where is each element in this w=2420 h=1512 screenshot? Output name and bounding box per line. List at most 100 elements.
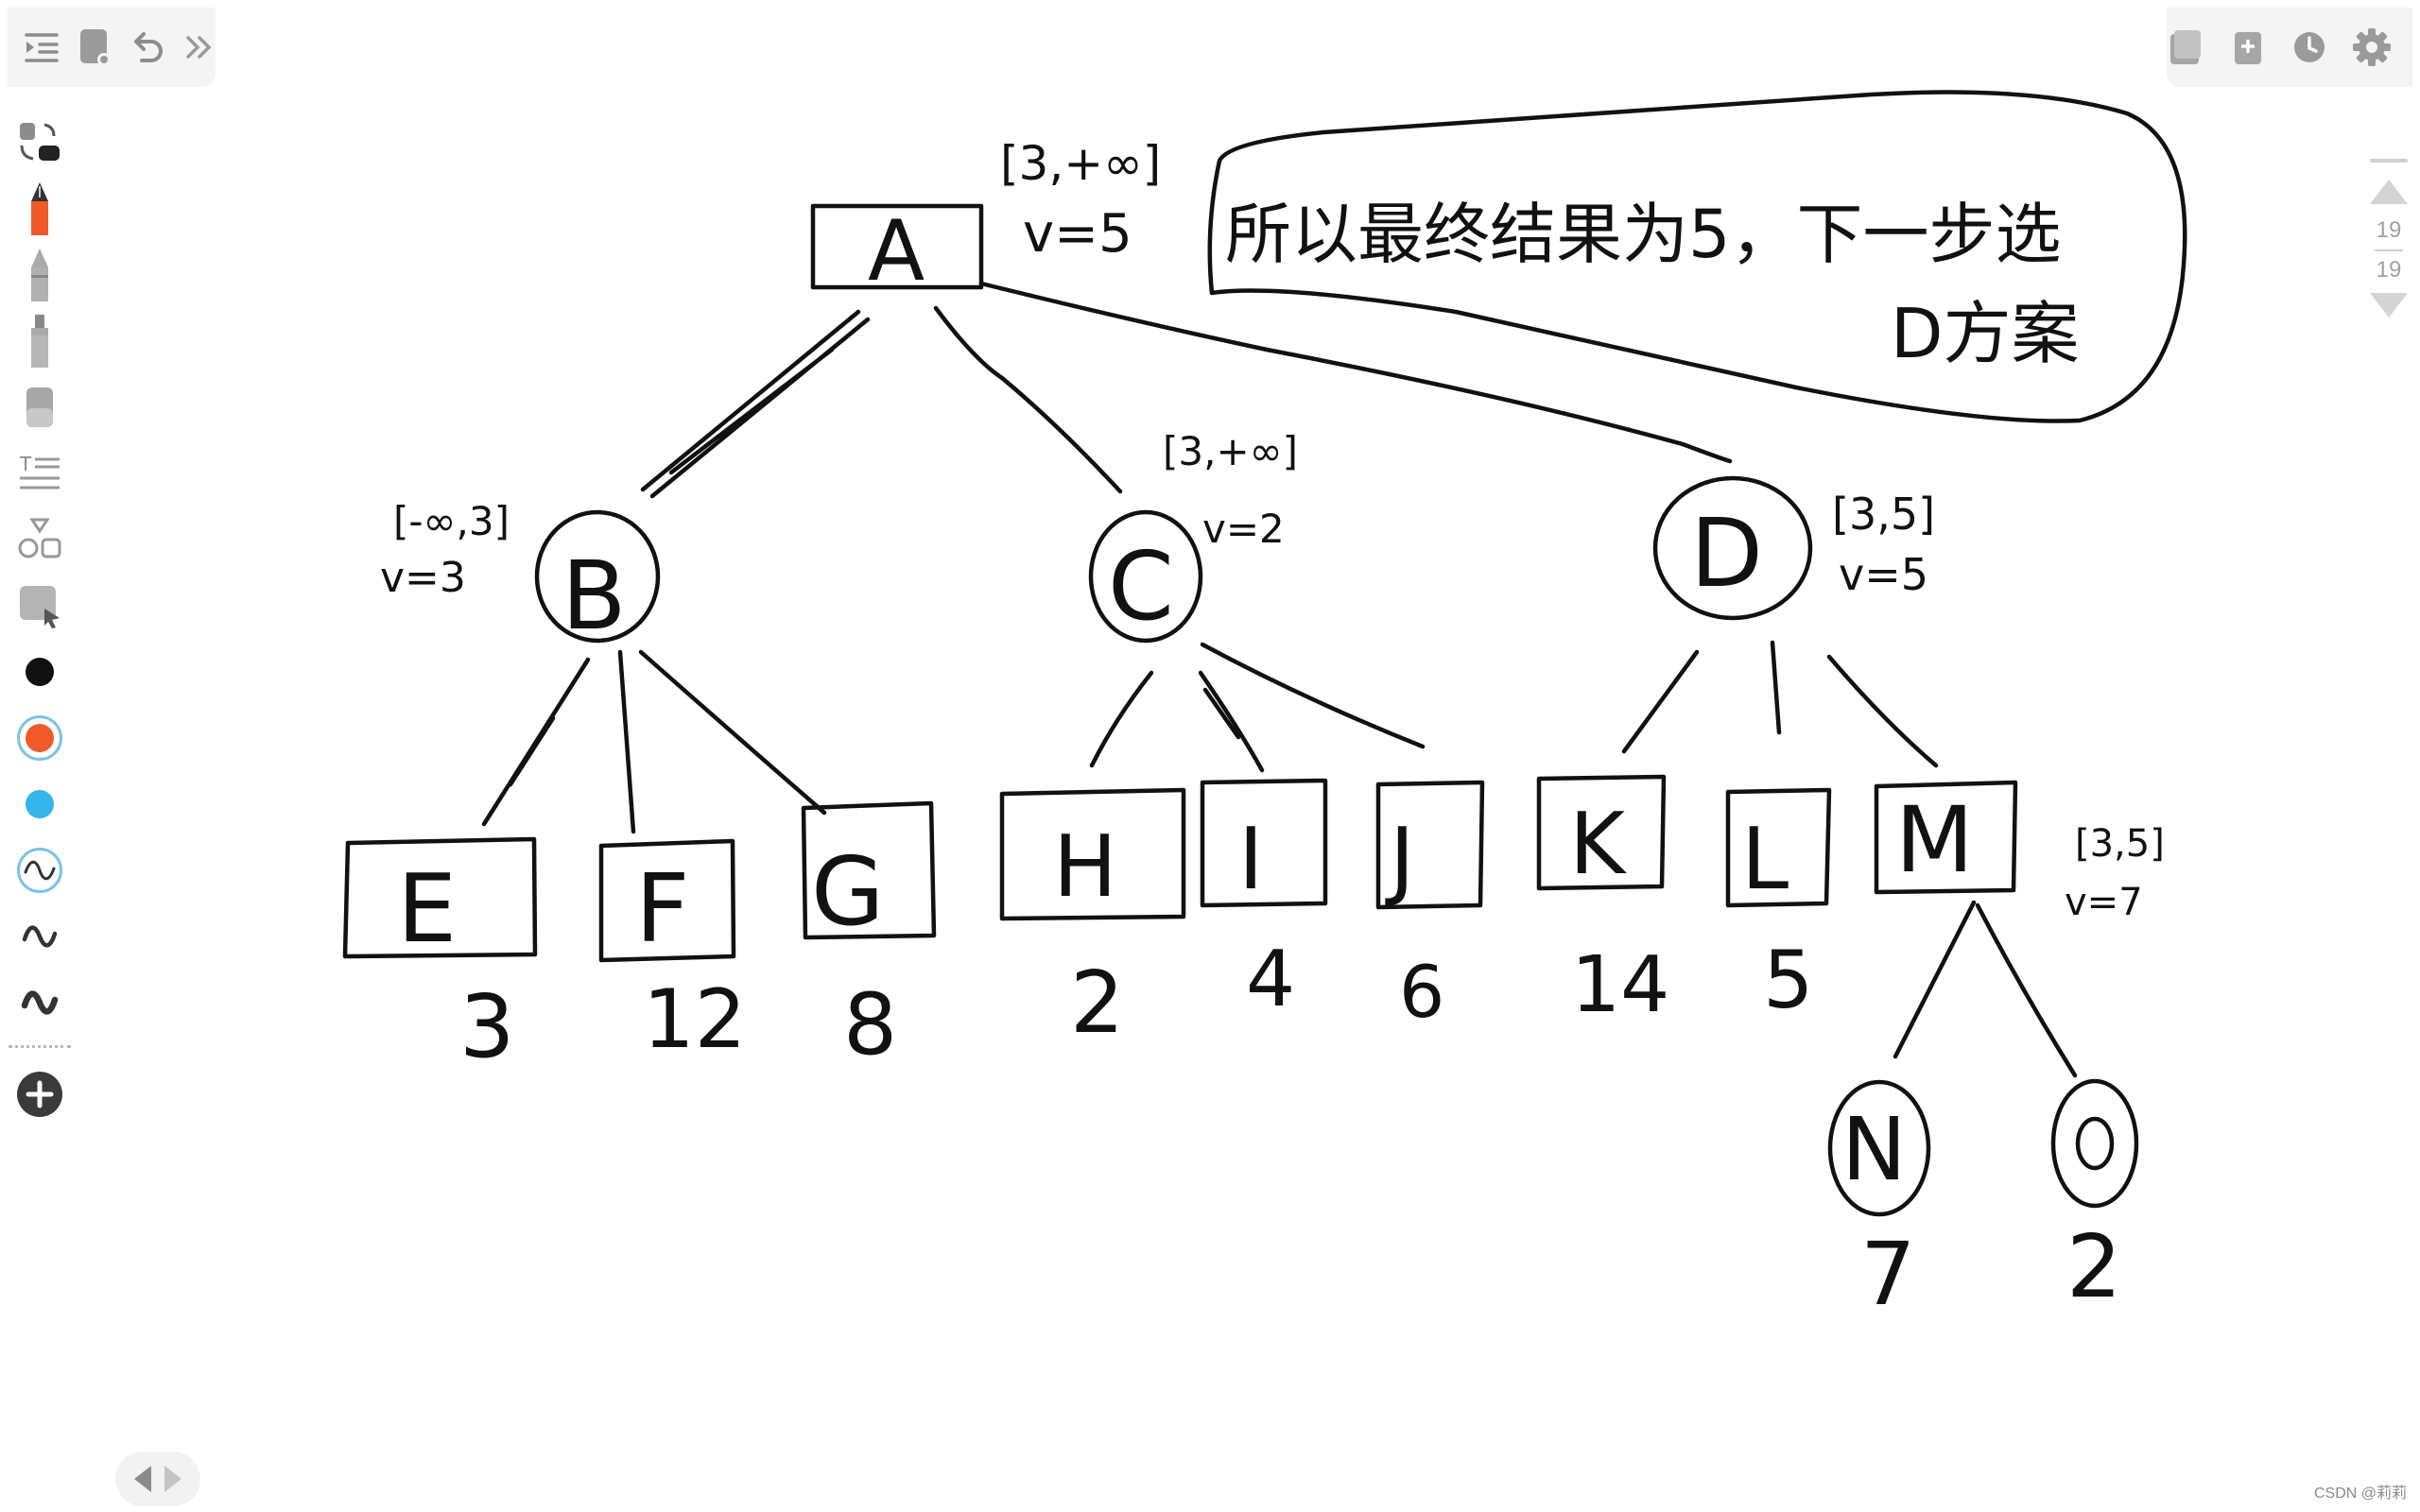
top-left-toolbar <box>8 8 216 87</box>
edge-a-d <box>978 281 1733 464</box>
stroke-width-medium[interactable] <box>11 907 68 966</box>
node-c-label: C <box>1108 531 1174 642</box>
node-a-label: A <box>868 202 925 300</box>
leaf-h-value: 2 <box>1070 954 1124 1053</box>
leaf-h-label: H <box>1053 817 1117 917</box>
swatch-blue <box>26 790 54 818</box>
leaf-g-box <box>801 800 937 940</box>
selected-ring <box>17 715 62 761</box>
node-a-value: v=5 <box>1023 203 1132 265</box>
bottom-page-nav <box>115 1452 200 1506</box>
page-navigator: 19 19 <box>2363 159 2414 329</box>
leaf-e-value: 3 <box>459 976 515 1077</box>
leaf-f-box <box>598 838 736 963</box>
add-tool-button[interactable] <box>11 1065 68 1124</box>
sticker-icon[interactable] <box>11 576 68 635</box>
shapes-icon[interactable] <box>11 510 68 569</box>
node-b-label: B <box>562 541 627 651</box>
edge-d-l <box>1770 640 1782 735</box>
node-c-circle <box>1088 509 1203 644</box>
annotation-line-1: 所以最终结果为5，下一步选 <box>1225 196 2062 273</box>
stroke-width-thin[interactable] <box>11 841 68 900</box>
fountain-pen-icon[interactable] <box>11 180 68 238</box>
palette-separator <box>9 1045 71 1048</box>
page-view-icon[interactable] <box>2167 26 2204 68</box>
page-up-icon[interactable] <box>2370 180 2408 204</box>
edge-d-k <box>1621 649 1700 754</box>
node-d-value: v=5 <box>1839 549 1928 600</box>
edge-d-m <box>1826 654 1939 768</box>
notebook-icon[interactable] <box>78 26 112 68</box>
node-a-range: [3,+∞] <box>1000 136 1161 191</box>
color-swatch-black[interactable] <box>11 643 68 701</box>
edge-b-e <box>481 657 591 827</box>
node-d-label: D <box>1690 498 1763 609</box>
leaf-i-value: 4 <box>1246 935 1295 1024</box>
leaf-f-value: 12 <box>643 972 746 1067</box>
edge-b-g <box>638 649 827 816</box>
history-icon[interactable] <box>2291 26 2327 68</box>
annotation-line-2: D方案 <box>1891 294 2079 373</box>
leaf-o-inner <box>2075 1116 2115 1171</box>
node-m-label: M <box>1895 787 1974 893</box>
leaf-i-label: I <box>1238 810 1264 909</box>
leaf-j-box <box>1375 780 1485 910</box>
stroke-width-thick[interactable] <box>11 973 68 1032</box>
watermark: CSDN @莉莉 <box>2313 1486 2407 1502</box>
node-d-circle <box>1652 475 1813 621</box>
swatch-black <box>26 658 54 686</box>
leaf-e-label: E <box>397 853 457 964</box>
node-m-value: v=7 <box>2065 881 2143 924</box>
leaf-l-box <box>1725 787 1832 908</box>
pencil-icon[interactable] <box>11 246 68 304</box>
leaf-n-circle <box>1827 1079 1931 1217</box>
edge-b-f <box>617 649 636 834</box>
leaf-j-value: 6 <box>1399 950 1444 1034</box>
pager-handle[interactable] <box>2370 159 2408 163</box>
leaf-l-label: L <box>1741 810 1789 909</box>
node-b-value: v=3 <box>380 554 466 602</box>
node-d-range: [3,5] <box>1832 489 1935 540</box>
node-m-range: [3,5] <box>2075 822 2165 866</box>
edge-m-n <box>1893 900 1977 1059</box>
outline-icon[interactable] <box>23 26 60 68</box>
leaf-g-value: 8 <box>843 975 897 1074</box>
leaf-k-value: 14 <box>1571 940 1669 1030</box>
gear-icon[interactable] <box>2352 26 2392 68</box>
node-c-value: v=2 <box>1202 506 1285 552</box>
next-page-icon[interactable] <box>164 1466 182 1492</box>
leaf-k-box <box>1536 774 1667 891</box>
edge-c-j <box>1200 642 1426 749</box>
prev-page-icon[interactable] <box>134 1466 151 1492</box>
lasso-icon[interactable] <box>11 113 68 172</box>
pager-divider <box>2375 249 2403 251</box>
leaf-h-box <box>999 787 1186 921</box>
highlighter-icon[interactable] <box>11 312 68 370</box>
leaf-f-label: F <box>635 853 690 964</box>
leaf-o-label: O <box>2083 1125 2113 1168</box>
node-b-circle <box>534 509 661 644</box>
node-m-box <box>1874 780 2018 895</box>
edge-m-o <box>1975 902 2078 1078</box>
add-page-icon[interactable] <box>2229 26 2267 68</box>
leaf-n-value: 7 <box>1860 1224 1916 1325</box>
node-a-box <box>810 203 984 290</box>
undo-icon[interactable] <box>129 26 166 68</box>
edge-c-h <box>1089 670 1154 768</box>
expand-icon[interactable] <box>183 26 216 68</box>
edge-a-c <box>933 305 1123 494</box>
edge-a-b <box>640 309 871 499</box>
color-swatch-blue[interactable] <box>11 775 68 833</box>
page-down-icon[interactable] <box>2370 293 2408 318</box>
top-right-toolbar <box>2167 8 2412 87</box>
node-c-range: [3,+∞] <box>1163 428 1298 474</box>
leaf-e-box <box>342 836 538 959</box>
text-icon[interactable]: T <box>11 444 68 503</box>
total-pages: 19 <box>2376 257 2402 283</box>
color-swatch-orange[interactable] <box>11 709 68 767</box>
node-b-range: [-∞,3] <box>393 498 510 544</box>
selected-ring <box>17 848 62 893</box>
tool-palette: T <box>0 113 79 1153</box>
eraser-icon[interactable] <box>11 378 68 437</box>
